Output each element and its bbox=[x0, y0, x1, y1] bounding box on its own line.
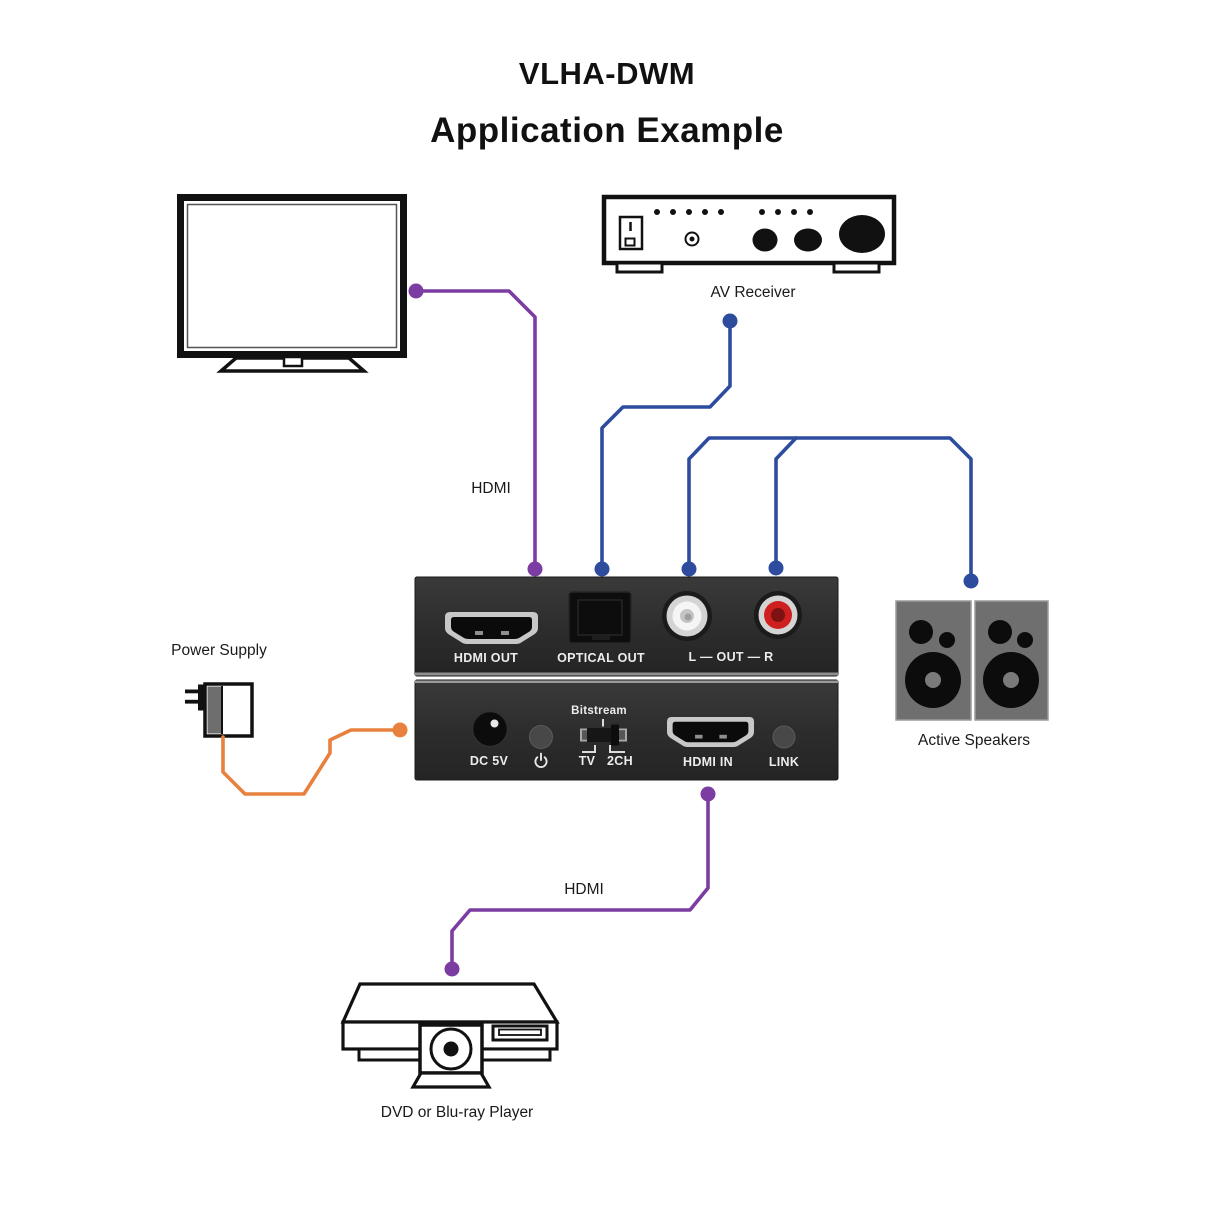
receiver-foot-left bbox=[615, 261, 664, 274]
plug-prong-top bbox=[185, 689, 203, 694]
panel-top-highlight bbox=[415, 680, 838, 683]
optical-out-label: OPTICAL OUT bbox=[557, 651, 645, 665]
player-top-face bbox=[340, 982, 560, 1024]
dc-power-jack bbox=[471, 710, 509, 748]
receiver-indicator-dots bbox=[654, 209, 813, 215]
optical-out-port bbox=[568, 591, 632, 644]
tray-base bbox=[410, 1071, 492, 1089]
tv-stand-notch bbox=[282, 355, 304, 368]
av-receiver-drawing bbox=[601, 194, 897, 274]
tv-drawing bbox=[177, 194, 407, 373]
optical-cable-receiver bbox=[600, 319, 732, 571]
link-led bbox=[772, 725, 796, 749]
dc-label: DC 5V bbox=[469, 754, 509, 768]
switch-bracket-left bbox=[582, 745, 596, 753]
rca-right-jack bbox=[754, 591, 802, 639]
hdmi-cable-dvd bbox=[450, 792, 710, 971]
dvd-player-drawing bbox=[340, 982, 560, 1089]
disc-hole bbox=[443, 1041, 459, 1057]
dot-rca-left bbox=[681, 561, 697, 577]
switch-2ch-label: 2CH bbox=[607, 754, 633, 768]
dot-hdmi-in bbox=[700, 786, 716, 802]
hdmi-in-port bbox=[667, 717, 754, 747]
mode-switch bbox=[580, 724, 627, 746]
receiver-headphone-jack-center bbox=[689, 236, 695, 242]
speaker-right bbox=[974, 600, 1049, 721]
page-title: VLHA-DWM bbox=[518, 56, 696, 91]
connection-dots bbox=[392, 283, 979, 977]
panel-bottom-highlight bbox=[415, 672, 838, 676]
dot-dc-in bbox=[392, 722, 408, 738]
hdmi-out-label: HDMI OUT bbox=[453, 651, 519, 665]
hdmi-cable-bottom-label: HDMI bbox=[564, 881, 604, 898]
switch-tv-label: TV bbox=[578, 754, 596, 768]
adapter-gray-section bbox=[207, 686, 222, 734]
dot-receiver bbox=[722, 313, 738, 329]
player-display-inner bbox=[498, 1028, 542, 1036]
receiver-knob-large bbox=[839, 215, 885, 253]
receiver-knob-small-2 bbox=[794, 228, 822, 252]
switch-bracket-right bbox=[609, 745, 625, 753]
hdmi-cable-tv bbox=[414, 289, 537, 571]
dot-speakers bbox=[963, 573, 979, 589]
av-receiver-label: AV Receiver bbox=[710, 284, 796, 301]
dot-rca-right bbox=[768, 560, 784, 576]
hdmi-cable-top-label: HDMI bbox=[471, 480, 511, 497]
plug-prong-bottom bbox=[185, 699, 203, 704]
extractor-input-panel bbox=[414, 679, 839, 781]
tv-screen bbox=[186, 203, 398, 349]
rca-out-label: L — OUT — R bbox=[688, 650, 774, 664]
dot-tv bbox=[408, 283, 424, 299]
hdmi-out-port bbox=[445, 612, 538, 644]
receiver-foot-right bbox=[832, 261, 881, 274]
active-speakers-label: Active Speakers bbox=[918, 732, 1030, 749]
dot-hdmi-out bbox=[527, 561, 543, 577]
power-icon bbox=[534, 752, 548, 769]
power-cable bbox=[221, 728, 399, 796]
power-supply-label: Power Supply bbox=[171, 642, 267, 659]
hdmi-in-label: HDMI IN bbox=[682, 755, 734, 769]
power-supply-drawing bbox=[185, 682, 254, 738]
receiver-power-switch-square bbox=[624, 237, 636, 247]
extractor-output-panel bbox=[414, 576, 839, 677]
dvd-player-label: DVD or Blu-ray Player bbox=[380, 1104, 534, 1121]
power-button bbox=[529, 725, 553, 749]
speaker-left bbox=[895, 600, 972, 721]
receiver-knob-small-1 bbox=[752, 228, 778, 252]
plug-base bbox=[198, 684, 207, 711]
rca-cable-speakers bbox=[687, 436, 973, 583]
dot-dvd bbox=[444, 961, 460, 977]
link-label: LINK bbox=[768, 755, 800, 769]
dot-optical-out bbox=[594, 561, 610, 577]
page-subtitle: Application Example bbox=[430, 111, 784, 150]
active-speakers-drawing bbox=[895, 600, 1049, 721]
bitstream-label: Bitstream bbox=[571, 705, 627, 717]
rca-cable-right-branch bbox=[774, 436, 798, 570]
rca-left-jack bbox=[662, 591, 712, 641]
